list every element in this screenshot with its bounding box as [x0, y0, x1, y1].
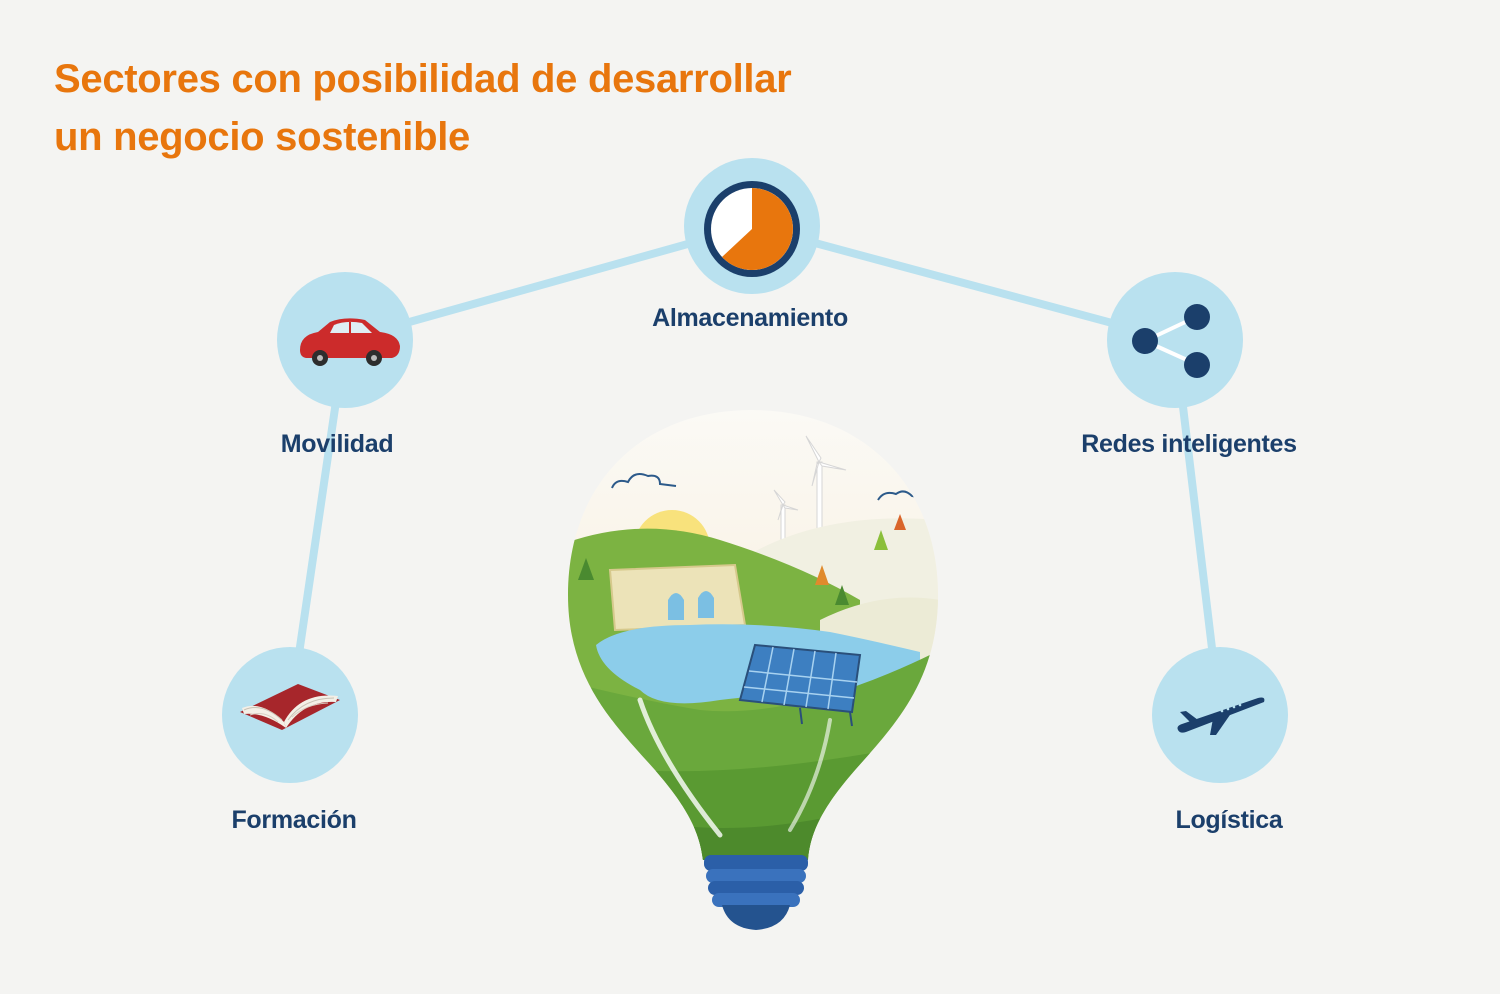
connector-almacenamiento-movilidad [341, 222, 756, 344]
page-title: Sectores con posibilidad de desarrollar … [54, 50, 954, 166]
share-network-icon [1132, 304, 1210, 378]
solar-panel-graphic [738, 643, 862, 727]
label-redes-inteligentes: Redes inteligentes [1081, 430, 1297, 458]
title-line-2: un negocio sostenible [54, 115, 470, 159]
lightbulb-landscape-illustration [568, 410, 938, 930]
label-movilidad: Movilidad [280, 430, 394, 458]
car-icon [300, 318, 400, 366]
label-formacion: Formación [231, 806, 357, 834]
connector-almacenamiento-redes [748, 222, 1179, 344]
battery-pie-icon [704, 181, 800, 277]
title-line-1: Sectores con posibilidad de desarrollar [54, 57, 792, 101]
bulb-base [704, 855, 808, 930]
node-logistica[interactable] [1152, 647, 1288, 783]
node-formacion[interactable] [222, 647, 358, 783]
node-almacenamiento[interactable] [684, 158, 820, 294]
node-movilidad[interactable] [277, 272, 413, 408]
open-book-icon [240, 684, 340, 730]
label-logistica: Logística [1175, 806, 1283, 834]
label-almacenamiento: Almacenamiento [652, 304, 848, 332]
node-redes-inteligentes[interactable] [1107, 272, 1243, 408]
airplane-icon [1177, 697, 1265, 735]
